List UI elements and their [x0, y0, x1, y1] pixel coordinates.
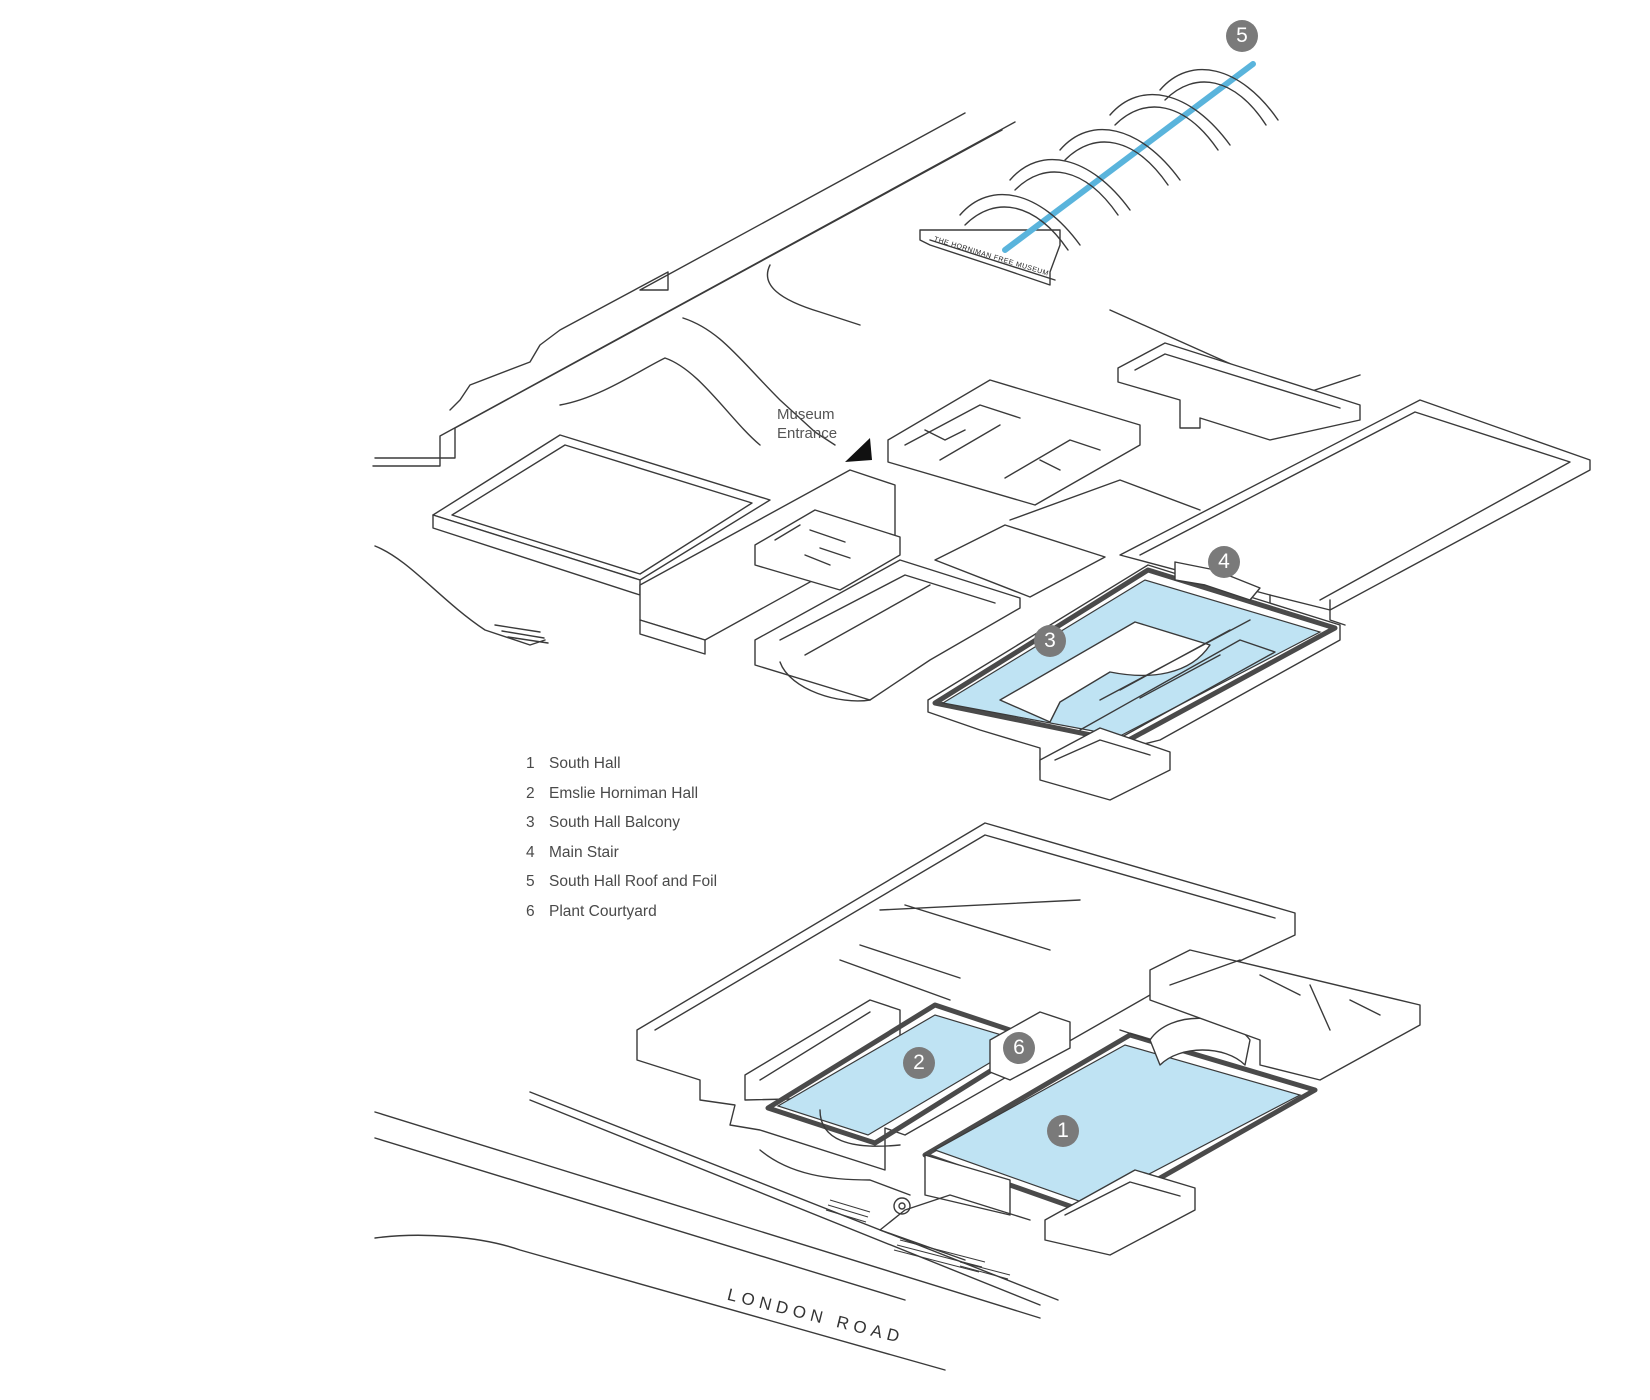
- museum-entrance-label: Museum Entrance: [777, 405, 837, 443]
- legend-item: 4 Main Stair: [526, 844, 717, 874]
- badge-1: 1: [1047, 1115, 1079, 1147]
- south-hall-roof: [919, 61, 1279, 286]
- entrance-arrow-icon: [845, 438, 872, 462]
- badge-2-label: 2: [913, 1051, 925, 1074]
- road: [374, 1091, 1059, 1371]
- legend-item: 6 Plant Courtyard: [526, 903, 717, 933]
- legend-label: South Hall Roof and Foil: [549, 873, 718, 890]
- legend-label: Emslie Horniman Hall: [549, 784, 699, 802]
- legend-label: South Hall: [549, 755, 621, 772]
- legend-label: Plant Courtyard: [549, 902, 657, 920]
- entrance-line-2: Entrance: [777, 425, 838, 442]
- badge-5: 5: [1226, 20, 1258, 52]
- badge-4-label: 4: [1218, 550, 1230, 573]
- badge-5-label: 5: [1236, 24, 1248, 47]
- legend-number: 3: [526, 814, 535, 831]
- legend-number: 6: [526, 902, 535, 920]
- badge-6: 6: [1003, 1032, 1035, 1064]
- badge-2: 2: [903, 1047, 935, 1079]
- legend-number: 4: [526, 843, 535, 861]
- badge-3: 3: [1034, 625, 1066, 657]
- legend-label: South Hall Balcony: [549, 814, 680, 831]
- legend-item: 3 South Hall Balcony: [526, 814, 717, 844]
- legend-label: Main Stair: [549, 843, 619, 861]
- site-outline: [372, 112, 1361, 646]
- legend-item: 1 South Hall: [526, 755, 717, 785]
- legend-number: 5: [526, 873, 535, 890]
- entrance-line-1: Museum: [777, 406, 835, 423]
- legend-item: 2 Emslie Horniman Hall: [526, 785, 717, 815]
- badge-4: 4: [1208, 546, 1240, 578]
- legend-number: 2: [526, 784, 535, 802]
- legend-number: 1: [526, 755, 535, 772]
- badge-1-label: 1: [1057, 1119, 1069, 1142]
- upper-buildings: [432, 342, 1591, 801]
- badge-6-label: 6: [1013, 1036, 1025, 1059]
- legend-item: 5 South Hall Roof and Foil: [526, 873, 717, 903]
- badge-3-label: 3: [1044, 629, 1056, 652]
